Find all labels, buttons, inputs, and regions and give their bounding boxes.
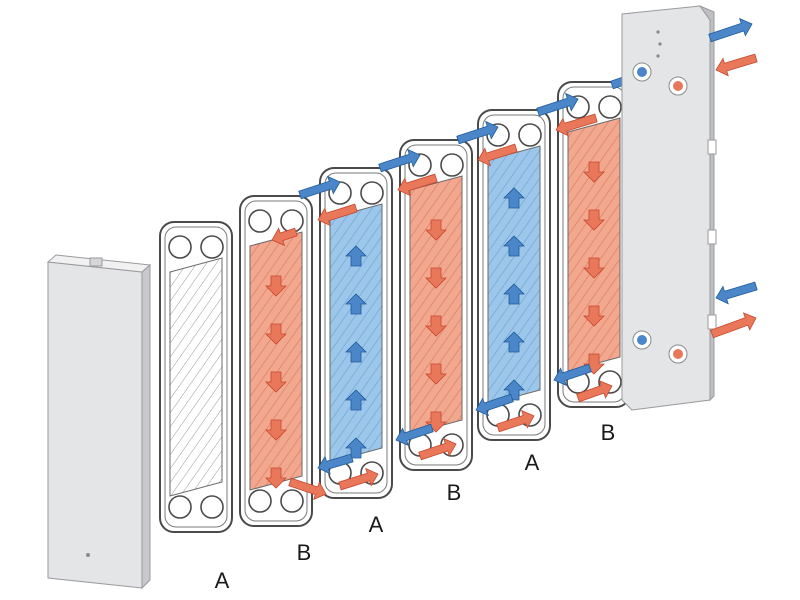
cold-flow-arrow-icon [536,92,579,117]
cold-flow-arrow-icon [503,283,525,305]
hot-flow-arrow-icon [715,53,758,77]
channel-surface [567,117,621,372]
hot-flow-arrow-icon [477,143,518,167]
hot-flow-arrow-icon [583,209,605,231]
hot-flow-arrow-icon [496,409,535,433]
cold-flow-arrow-icon [475,393,514,417]
port-icon [518,123,542,147]
hot-flow-arrow-icon [583,305,605,327]
port-icon [200,495,224,519]
cold-flow-arrow-icon [345,437,367,459]
channel-surface [409,175,463,435]
hot-flow-arrow-icon [338,467,379,491]
port-icon [280,489,304,513]
cold-flow-arrow-icon [503,331,525,353]
port-icon [673,81,683,91]
port-icon [673,349,683,359]
port-icon [200,235,224,259]
port-icon [598,95,622,119]
hot-flow-arrow-icon [425,219,447,241]
port-icon [440,153,464,177]
channel-surface [329,203,383,463]
cold-flow-arrow-icon [553,363,592,387]
heat-transfer-plate [477,109,551,441]
channel-surface [249,231,303,491]
heat-transfer-plate [159,221,233,533]
port-icon [168,235,192,259]
plate-label: B [601,420,616,445]
heat-transfer-plate [399,139,473,471]
cold-flow-arrow-icon [708,17,753,43]
hot-flow-arrow-icon [576,380,613,403]
cold-flow-arrow-icon [378,148,421,173]
hot-flow-arrow-icon [265,467,287,489]
plate-label: A [525,450,540,475]
cold-flow-arrow-icon [395,423,434,447]
hot-flow-arrow-icon [265,323,287,345]
hot-flow-arrow-icon [583,161,605,183]
hot-flow-arrow-icon [265,371,287,393]
hot-flow-arrow-icon [317,203,358,227]
hot-flow-arrow-icon [555,113,598,137]
cold-flow-arrow-icon [345,293,367,315]
hot-flow-arrow-icon [418,437,457,461]
hot-flow-arrow-icon [288,477,327,501]
cold-flow-arrow-icon [715,281,758,305]
heat-transfer-plate [239,195,313,527]
cold-flow-arrow-icon [345,341,367,363]
heat-transfer-plate [557,81,631,408]
channel-surface [487,145,541,405]
cold-flow-arrow-icon [503,235,525,257]
cold-flow-arrow-icon [456,120,499,145]
cold-flow-arrow-icon [298,175,341,200]
cold-flow-arrow-icon [503,187,525,209]
hot-flow-arrow-icon [425,315,447,337]
plate-label: A [369,512,384,537]
port-icon [637,335,647,345]
channel-surface [169,257,223,497]
hot-flow-arrow-icon [397,173,438,197]
plate-label: B [447,480,462,505]
plate-label: B [297,540,312,565]
port-icon [248,209,272,233]
left-pressure-plate [46,254,152,590]
hot-flow-arrow-icon [265,275,287,297]
port-icon [637,67,647,77]
heat-transfer-plate [319,167,393,499]
hot-flow-arrow-icon [271,227,298,247]
hot-flow-arrow-icon [425,363,447,385]
hot-flow-arrow-icon [583,257,605,279]
hot-flow-arrow-icon [710,312,757,339]
cold-flow-arrow-icon [345,245,367,267]
port-icon [168,495,192,519]
right-frame-plate [621,4,758,411]
hot-flow-arrow-icon [425,267,447,289]
hot-flow-arrow-icon [265,419,287,441]
cold-flow-arrow-icon [317,453,354,475]
port-icon [360,181,384,205]
plate-label: A [215,568,230,593]
cold-flow-arrow-icon [345,389,367,411]
port-icon [248,489,272,513]
